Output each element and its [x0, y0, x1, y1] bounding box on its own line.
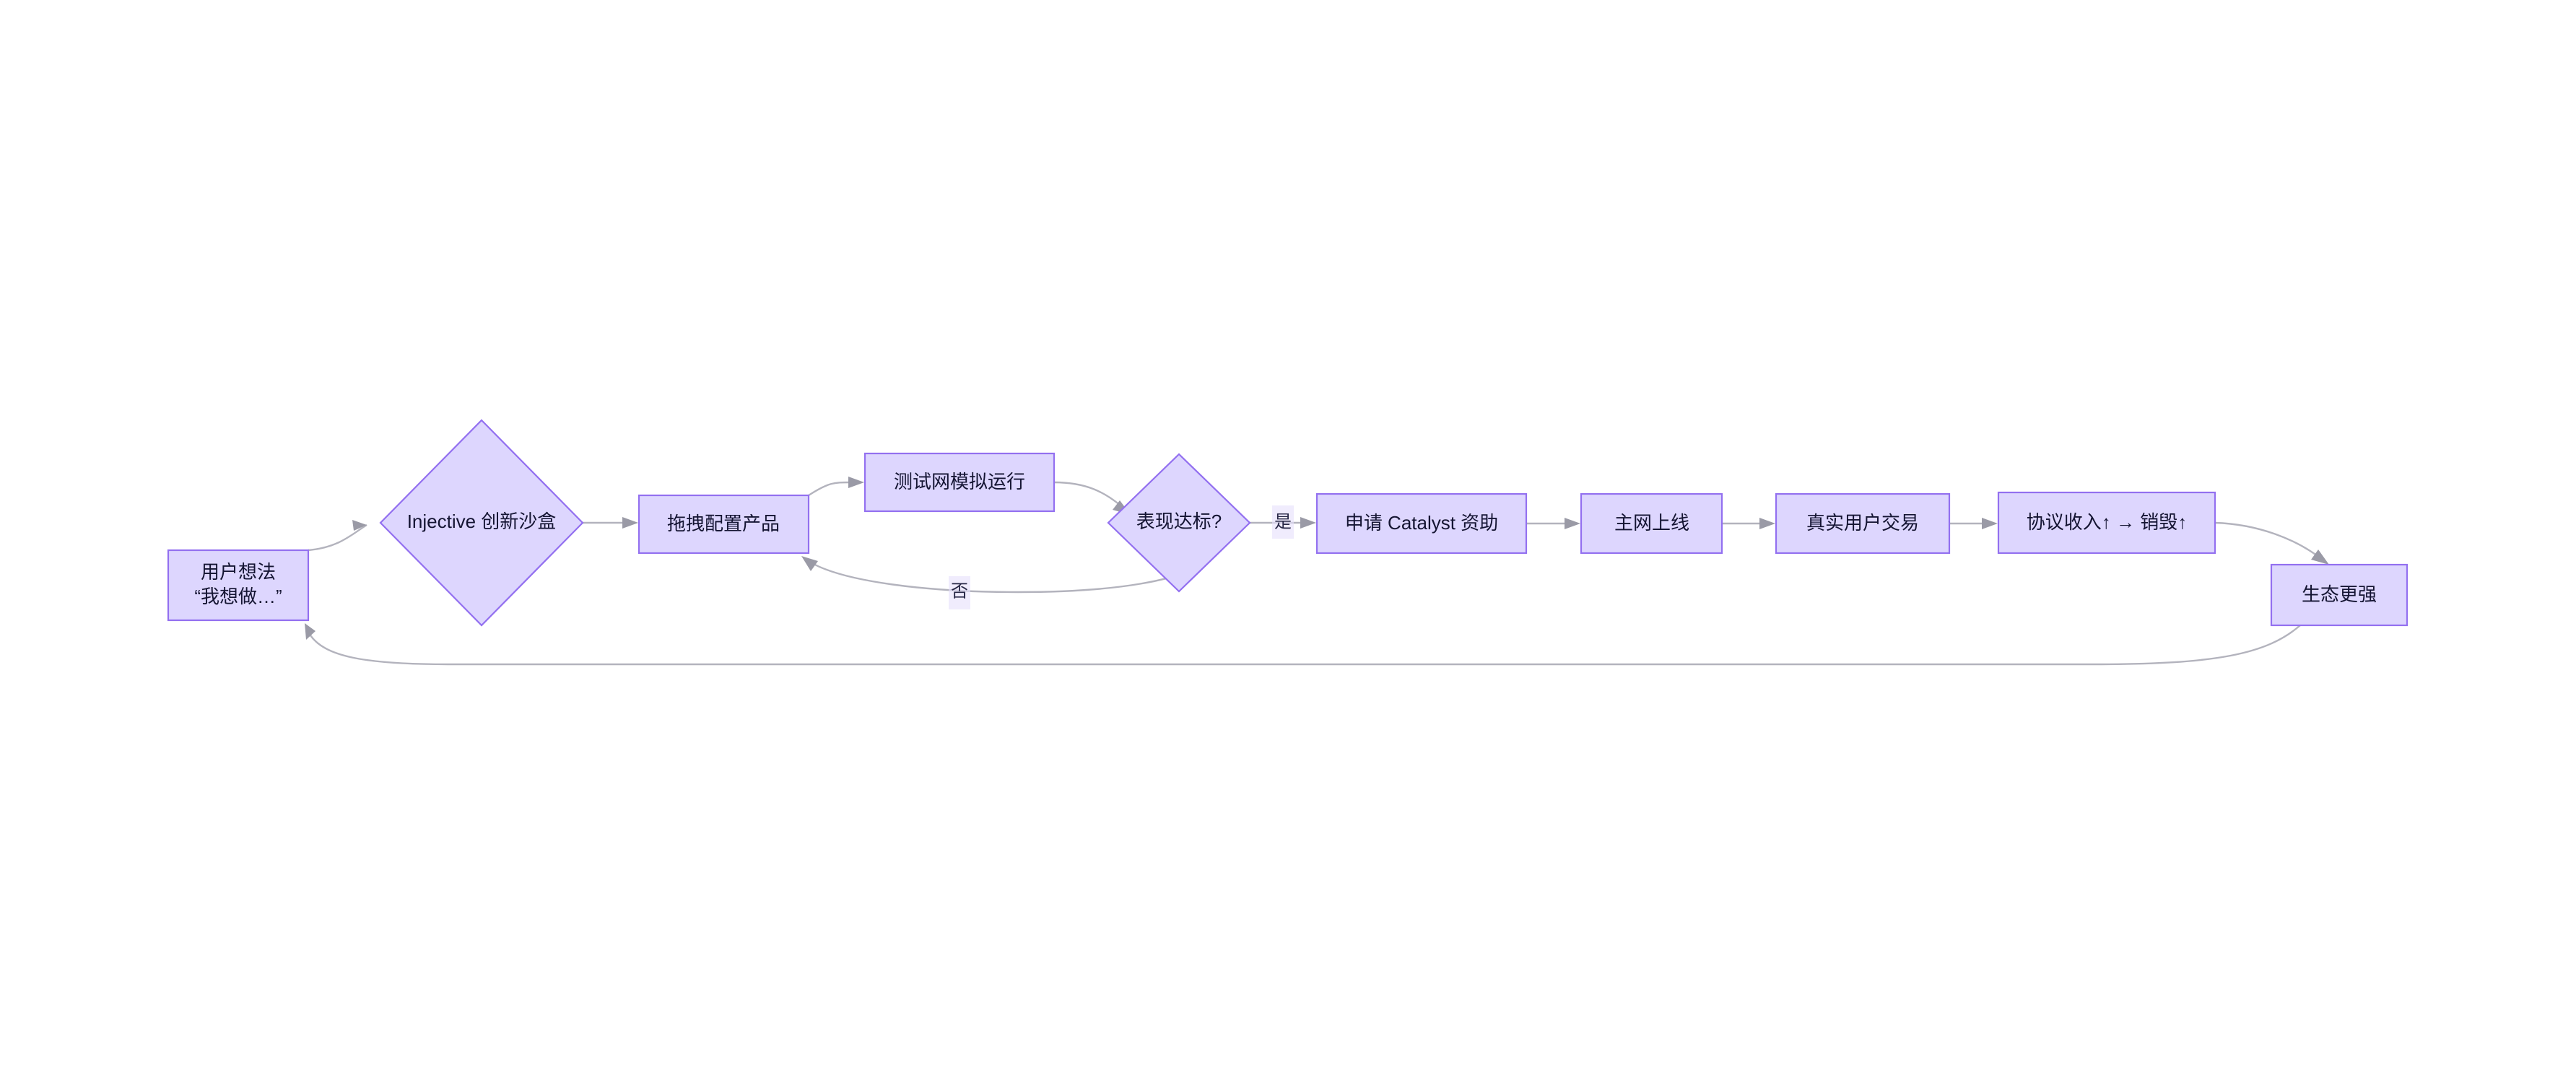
edge-injective-sandbox-to-drag-configure-product [583, 517, 638, 529]
node-performance-check-label: 表现达标? [1136, 511, 1222, 532]
node-injective-sandbox-label: Injective 创新沙盒 [407, 511, 557, 532]
edges-layer: 是 否 [305, 477, 2329, 666]
nodes-layer: 用户想法 “我想做…” Injective 创新沙盒 拖拽配置产品 测试网模拟运… [167, 419, 2409, 627]
node-testnet-simulation[interactable]: 测试网模拟运行 [863, 452, 1056, 513]
edge-protocol-revenue-burn-to-stronger-ecosystem [2214, 521, 2329, 565]
node-stronger-ecosystem[interactable]: 生态更强 [2270, 563, 2409, 627]
node-injective-sandbox[interactable]: Injective 创新沙盒 [379, 419, 584, 627]
node-performance-check-shape[interactable] [1107, 453, 1251, 593]
edge-performance-check-to-apply-catalyst-grant: 是 [1250, 505, 1316, 539]
node-apply-catalyst-grant-label: 申请 Catalyst 资助 [1345, 512, 1498, 534]
node-user-idea[interactable]: 用户想法 “我想做…” [167, 549, 310, 622]
edge-real-user-trading-to-protocol-revenue-burn [1949, 518, 1998, 529]
node-user-idea-label-line2: “我想做…” [194, 586, 282, 607]
node-protocol-revenue-burn[interactable]: 协议收入↑ → 销毁↑ [1997, 491, 2216, 555]
node-performance-check[interactable]: 表现达标? [1107, 453, 1251, 593]
node-stronger-ecosystem-shape[interactable] [2270, 563, 2409, 627]
edge-label-no: 否 [951, 581, 968, 601]
edge-apply-catalyst-grant-to-mainnet-launch [1526, 518, 1580, 529]
edge-label-yes-background [1272, 505, 1294, 539]
node-mainnet-launch-shape[interactable] [1580, 492, 1723, 555]
node-protocol-revenue-burn-label: 协议收入↑ → 销毁↑ [2027, 511, 2187, 533]
node-real-user-trading-label: 真实用户交易 [1806, 512, 1919, 534]
node-mainnet-launch-label: 主网上线 [1614, 512, 1689, 534]
edge-testnet-simulation-to-performance-check [1053, 481, 1131, 515]
node-testnet-simulation-shape[interactable] [863, 452, 1056, 513]
node-mainnet-launch[interactable]: 主网上线 [1580, 492, 1723, 555]
edge-drag-configure-product-to-testnet-simulation [808, 477, 864, 497]
node-stronger-ecosystem-label: 生态更强 [2302, 583, 2377, 605]
edge-performance-check-to-drag-configure-product: 否 [801, 556, 1209, 609]
node-drag-configure-product-shape[interactable] [638, 494, 810, 555]
node-testnet-simulation-label: 测试网模拟运行 [894, 471, 1025, 492]
node-apply-catalyst-grant[interactable]: 申请 Catalyst 资助 [1315, 492, 1528, 555]
node-user-idea-label-line1: 用户想法 [201, 561, 276, 583]
edge-mainnet-launch-to-real-user-trading [1722, 518, 1775, 529]
edge-label-no-background [949, 576, 970, 609]
edge-user-idea-to-injective-sandbox [308, 520, 367, 552]
node-injective-sandbox-shape[interactable] [379, 419, 584, 627]
node-real-user-trading[interactable]: 真实用户交易 [1775, 492, 1951, 555]
node-apply-catalyst-grant-shape[interactable] [1315, 492, 1528, 555]
node-drag-configure-product[interactable]: 拖拽配置产品 [638, 494, 810, 555]
edge-label-yes: 是 [1274, 512, 1292, 531]
node-user-idea-shape[interactable] [167, 549, 310, 622]
edge-stronger-ecosystem-to-user-idea [305, 623, 2301, 666]
node-protocol-revenue-burn-shape[interactable] [1997, 491, 2216, 555]
node-drag-configure-product-label: 拖拽配置产品 [667, 513, 780, 534]
node-real-user-trading-shape[interactable] [1775, 492, 1951, 555]
